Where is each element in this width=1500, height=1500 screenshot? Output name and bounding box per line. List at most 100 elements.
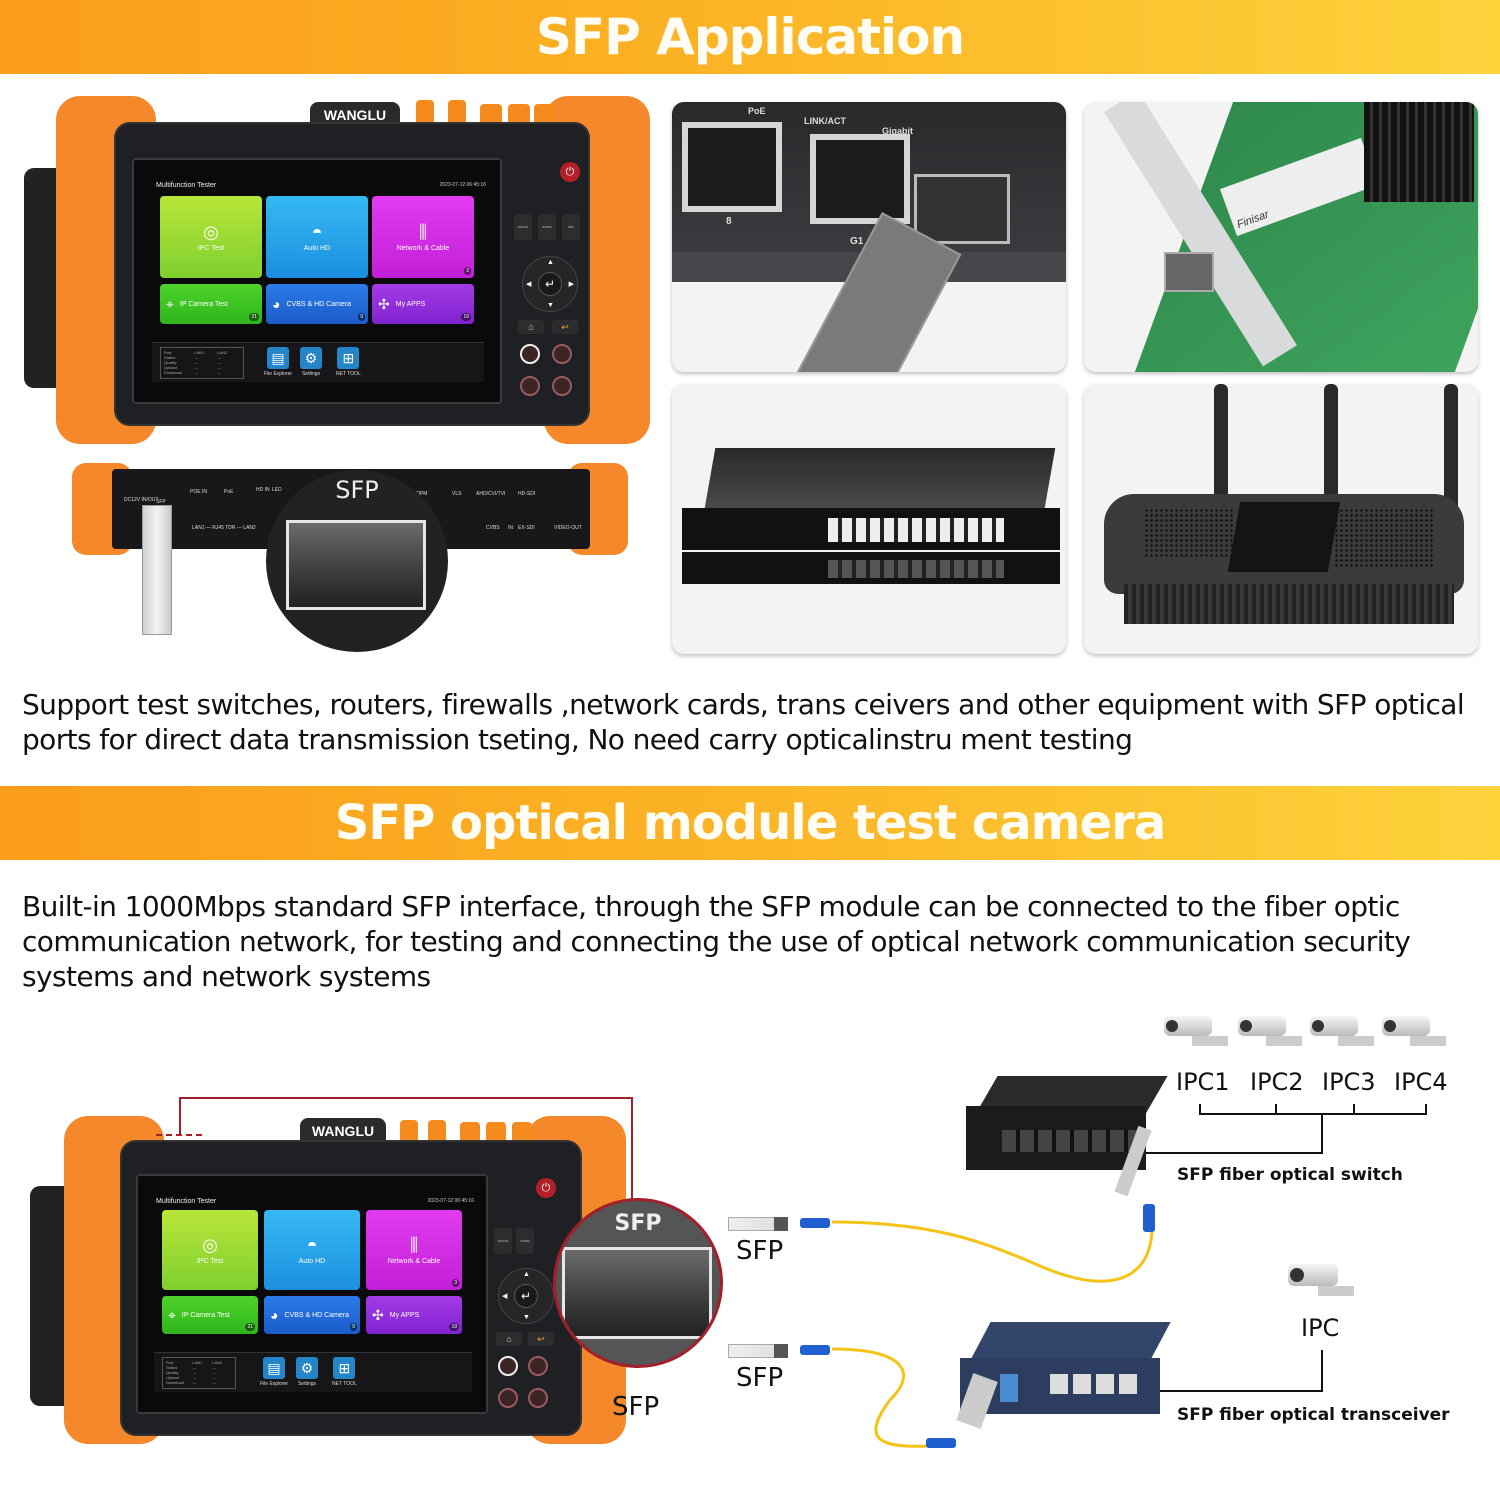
tile-label: My APPS (389, 1311, 420, 1319)
tile-label: CVBS & HD Camera (284, 1311, 350, 1319)
folder-icon: ▤ (263, 1357, 286, 1379)
direction-pad[interactable]: ▲ ▼ ◀ ↵ (498, 1268, 554, 1324)
direction-pad[interactable]: ▲ ▼ ◀ ▶ ↵ (522, 256, 578, 312)
port-label: SFP (156, 499, 166, 505)
iris-key[interactable]: IRIS (562, 214, 580, 240)
arrow-down-icon[interactable]: ▼ (523, 1314, 530, 1321)
home-button[interactable]: ⌂ (518, 320, 544, 334)
bracket-tick (1275, 1104, 1277, 1114)
enter-button[interactable]: ↵ (538, 272, 562, 296)
ptz-camera-icon: ◕ (272, 296, 281, 312)
port-label: VIDEO-OUT (554, 525, 582, 531)
tester-device-top: WANGLU Multifunction Tester 2023-07-12 0… (20, 90, 660, 450)
port-label: EX-SDI (518, 525, 535, 531)
dock-app-settings[interactable]: ⚙Settings (300, 347, 322, 377)
port-label: VLS (452, 491, 462, 497)
dock-app-settings[interactable]: ⚙Settings (296, 1357, 318, 1387)
lan-table-cell: --- (217, 365, 222, 370)
callout-dashed (156, 1134, 202, 1136)
port-label: IN (508, 525, 513, 531)
tile-label: Network & Cable (387, 1257, 441, 1265)
power-button[interactable]: ⏻ (560, 162, 580, 182)
ip-camera-icon (1238, 1012, 1308, 1067)
lan-table-row: Status------ (164, 355, 240, 360)
camera-circle-icon: ◎ (203, 221, 219, 242)
sfp-label-1: SFP (736, 1236, 784, 1266)
top-connector (512, 1122, 532, 1144)
link-act-label: LINK/ACT (804, 116, 846, 126)
arrow-left-icon[interactable]: ◀ (502, 1293, 508, 1300)
tile-label: Auto HD (303, 244, 331, 252)
connector-line (1145, 1152, 1323, 1154)
power-button[interactable]: ⏻ (536, 1178, 556, 1198)
touch-screen[interactable]: Multifunction Tester 2023-07-12 06:45:16… (136, 1174, 488, 1414)
router-base (1124, 584, 1454, 624)
touch-screen[interactable]: Multifunction Tester 2023-07-12 06:45:16… (132, 158, 502, 404)
lan-table-row: Quality------ (164, 360, 240, 365)
sfp-label-2: SFP (736, 1363, 784, 1393)
lan-table-cell: --- (217, 355, 222, 360)
top-connector (448, 100, 466, 126)
port-label: CVBS (486, 525, 500, 531)
back-button[interactable]: ↩ (552, 320, 578, 334)
rj45-port (810, 134, 910, 224)
home-button[interactable]: ⌂ (496, 1332, 522, 1346)
focus-key[interactable]: FOCUS (514, 214, 532, 240)
app-tile-auto-hd[interactable]: ◓ Auto HD (266, 196, 368, 278)
zoom-key[interactable]: ZOOM (538, 214, 556, 240)
lan-table-cell: Port (166, 1360, 174, 1365)
tile-count-badge: 3 (464, 267, 471, 275)
camera-circle-icon: ◎ (202, 1234, 218, 1255)
zoom-key[interactable]: ZOOM (516, 1228, 534, 1254)
app-tile-ipc-test[interactable]: ◎IPC Test (162, 1210, 258, 1290)
port-label: OPM (416, 491, 428, 497)
top-connector (428, 1120, 446, 1144)
dock-app-file-explorer[interactable]: ▤File Explorer (260, 1357, 288, 1387)
screen-title: Multifunction Tester (156, 182, 217, 189)
arrow-up-icon[interactable]: ▲ (547, 259, 554, 266)
callout-line (631, 1097, 633, 1205)
focus-key[interactable]: FOCUS (494, 1228, 512, 1254)
camera-label-ipc3: IPC3 (1322, 1068, 1376, 1096)
gigabit-label: Gigabit (882, 126, 913, 136)
gear-icon: ⚙ (300, 347, 322, 369)
callout-line (179, 1097, 633, 1099)
tile-label: IPC Test (197, 244, 225, 252)
arrow-left-icon[interactable]: ◀ (526, 281, 532, 288)
app-tile-auto-hd[interactable]: ◓Auto HD (264, 1210, 360, 1290)
dome-camera-icon: ◓ (311, 221, 323, 242)
arrow-right-icon[interactable]: ▶ (568, 281, 574, 288)
dock-app-file-explorer[interactable]: ▤File Explorer (264, 347, 292, 377)
port-label: AHD/CVI/TVI (476, 491, 506, 497)
lc-connector (800, 1218, 830, 1228)
dock-app-net-tool[interactable]: ⊞NET TOOL (336, 347, 361, 377)
ip-camera-icon (1382, 1012, 1452, 1067)
top-connector (508, 104, 530, 126)
antenna (1444, 384, 1458, 524)
enter-button[interactable]: ↵ (514, 1284, 538, 1308)
tile-label: My APPS (395, 300, 426, 308)
lan-table-cell: LAN2 (217, 350, 228, 355)
tile-label: IP Camera Test (179, 300, 228, 308)
arrow-up-icon[interactable]: ▲ (523, 1271, 530, 1278)
switch-top (704, 448, 1056, 508)
gear-icon: ⚙ (296, 1357, 318, 1379)
network-tool-icon: ⊞ (337, 347, 360, 369)
tile-count-badge: 19 (449, 1323, 459, 1331)
dock-app-net-tool[interactable]: ⊞NET TOOL (332, 1357, 357, 1387)
app-tile-ipc-test[interactable]: ◎ IPC Test (160, 196, 262, 278)
sfp-fiber-switch (966, 1076, 1168, 1197)
ip-camera-icon (1164, 1012, 1234, 1067)
arrow-down-icon[interactable]: ▼ (547, 302, 554, 309)
callout-line (179, 1097, 181, 1135)
bracket-tick (1353, 1104, 1355, 1114)
back-button[interactable]: ↩ (528, 1332, 554, 1346)
